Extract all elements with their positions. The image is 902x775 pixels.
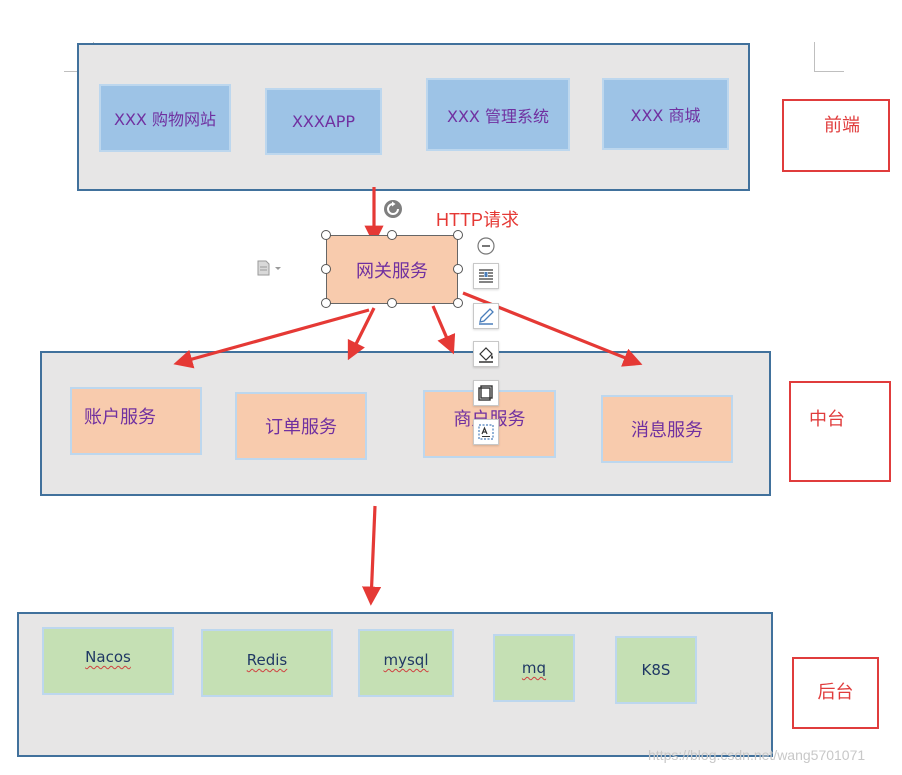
backend-box-mysql[interactable]: mysql [358, 629, 454, 697]
middle-box-account-service[interactable]: 账户服务 [70, 387, 202, 455]
frontend-tag[interactable]: 前端 [782, 99, 890, 172]
selection-handle-top-right[interactable] [453, 230, 463, 240]
arrow-gateway-to-merchant [431, 305, 456, 355]
backend-label-k8s: K8S [641, 661, 671, 679]
gateway-box[interactable]: 网关服务 [326, 235, 458, 304]
outline-button[interactable] [473, 380, 499, 406]
outline-style-button[interactable] [473, 303, 499, 329]
frontend-box-mall[interactable]: XXX 商城 [602, 78, 729, 150]
arrow-gateway-to-order [347, 307, 376, 361]
middle-box-message-service[interactable]: 消息服务 [601, 395, 733, 463]
selection-handle-top-left[interactable] [321, 230, 331, 240]
middle-box-order-service[interactable]: 订单服务 [235, 392, 367, 460]
selection-handle-middle-left[interactable] [321, 264, 331, 274]
backend-label-mq: mq [521, 659, 547, 677]
outline-icon [478, 385, 493, 401]
pen-icon [479, 308, 494, 325]
backend-box-k8s[interactable]: K8S [615, 636, 697, 704]
backend-box-redis[interactable]: Redis [201, 629, 333, 697]
fill-icon [479, 347, 493, 363]
text-box-button[interactable] [473, 419, 499, 445]
document-icon[interactable] [257, 260, 285, 276]
text-wrap-button[interactable] [473, 263, 499, 289]
text-box-icon [478, 424, 494, 440]
selection-handle-bottom-right[interactable] [453, 298, 463, 308]
gateway-http-label: HTTP请求 [436, 210, 519, 230]
fill-button[interactable] [473, 341, 499, 367]
backend-tag[interactable]: 后台 [792, 657, 879, 729]
selection-handle-bottom-left[interactable] [321, 298, 331, 308]
backend-label-nacos: Nacos [85, 648, 131, 666]
selection-handle-top-middle[interactable] [387, 230, 397, 240]
backend-label-redis: Redis [246, 651, 288, 669]
backend-box-mq[interactable]: mq [493, 634, 575, 702]
backend-box-nacos[interactable]: Nacos [42, 627, 174, 695]
frontend-box-shopping-site[interactable]: XXX 购物网站 [99, 84, 231, 152]
frontend-box-admin-system[interactable]: XXX 管理系统 [426, 78, 570, 151]
middle-tag[interactable]: 中台 [789, 381, 891, 482]
selection-handle-bottom-middle[interactable] [387, 298, 397, 308]
text-wrap-icon [479, 269, 493, 283]
rotate-icon[interactable] [383, 199, 403, 219]
minus-circle-icon[interactable] [477, 237, 495, 255]
selection-handle-middle-right[interactable] [453, 264, 463, 274]
arrow-middle-to-backend [362, 505, 382, 606]
frontend-box-app[interactable]: XXXAPP [265, 88, 382, 155]
watermark: https://blog.csdn.net/wang5701071 [648, 747, 866, 763]
backend-label-mysql: mysql [383, 651, 429, 669]
page-corner-mark-right [814, 42, 844, 72]
